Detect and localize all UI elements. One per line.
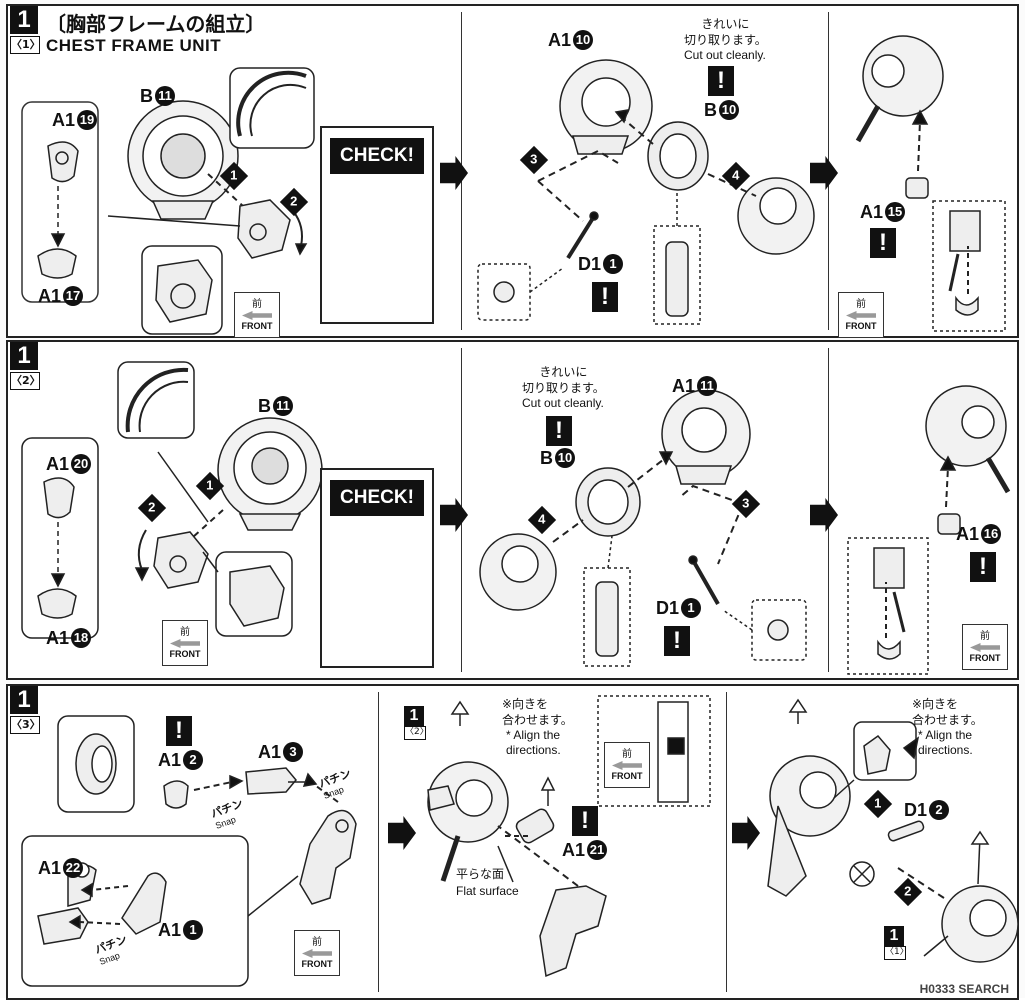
reference-step-1-1: 1〈1〉 xyxy=(884,926,909,960)
cut-note-jp: きれいに切り取ります。 xyxy=(684,17,767,47)
warning-icon: ! xyxy=(708,66,734,96)
warning-icon: ! xyxy=(592,282,618,312)
check-panel: CHECK! xyxy=(320,126,434,324)
watermark: H0333 SEARCH xyxy=(919,982,1009,996)
panel-divider xyxy=(378,692,379,992)
front-arrow-icon xyxy=(846,311,876,320)
substep-label: 〈1〉 xyxy=(10,36,41,54)
section-title-jp: 〔胸部フレームの組立〕 xyxy=(46,12,266,36)
check-heading: CHECK! xyxy=(330,480,424,516)
warning-icon: ! xyxy=(572,806,598,836)
align-note-jp: ※向きを合わせます。 xyxy=(502,697,573,727)
section-chest-frame-2: 1 〈2〉 xyxy=(6,340,1019,680)
front-arrow-icon xyxy=(170,639,200,648)
step-number: 1 xyxy=(10,686,38,714)
panel-divider xyxy=(726,692,727,992)
check-heading: CHECK! xyxy=(330,138,424,174)
front-arrow-icon xyxy=(302,949,332,958)
assembly-drawing-1 xyxy=(21,35,1006,335)
warning-icon: ! xyxy=(546,416,572,446)
warning-icon: ! xyxy=(166,716,192,746)
cut-note-en: Cut out cleanly. xyxy=(522,396,604,410)
substep-label: 〈3〉 xyxy=(10,716,41,734)
front-arrow-icon xyxy=(612,761,642,770)
align-note-jp: ※向きを合わせます。 xyxy=(912,697,983,727)
section-chest-frame-3: 1 〈3〉 xyxy=(6,684,1019,1000)
flat-surface-jp: 平らな面 xyxy=(456,867,505,881)
substep-label: 〈2〉 xyxy=(10,372,41,390)
section-chest-frame-1: 1 〈1〉 〔胸部フレームの組立〕 CHEST FRAME UNIT xyxy=(6,4,1019,338)
front-arrow-icon xyxy=(970,643,1000,652)
step-number: 1 xyxy=(10,342,38,370)
warning-icon: ! xyxy=(664,626,690,656)
front-arrow-icon xyxy=(242,311,272,320)
step-number: 1 xyxy=(10,6,38,34)
section-title-en: CHEST FRAME UNIT xyxy=(46,36,222,55)
warning-icon: ! xyxy=(870,228,896,258)
cut-note-jp: きれいに切り取ります。 xyxy=(522,365,605,395)
check-panel: CHECK! xyxy=(320,468,434,668)
flat-surface-en: Flat surface xyxy=(456,884,519,898)
reference-step-1-2: 1〈2〉 xyxy=(404,706,429,740)
warning-icon: ! xyxy=(970,552,996,582)
assembly-drawing-3 xyxy=(21,695,1019,987)
cut-note-en: Cut out cleanly. xyxy=(684,48,766,62)
